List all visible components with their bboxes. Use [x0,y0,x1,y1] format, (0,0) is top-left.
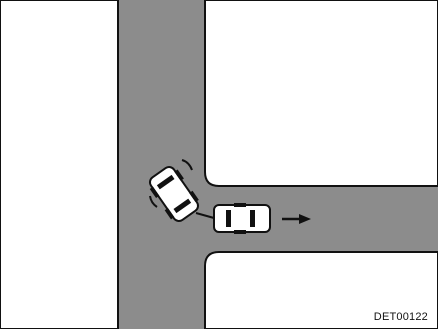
figure-code: DET00122 [373,311,428,323]
road-edge-upper [204,0,438,187]
road-edge-lower [204,251,438,329]
wheel [149,186,160,199]
sway-marks [149,159,193,208]
wheel [234,230,246,234]
road-surface [118,0,438,329]
rear-window [226,210,231,227]
wheel [234,203,246,207]
direction-arrow [282,214,311,224]
wheel [164,208,175,220]
tow-connection [195,212,215,219]
towing-vehicle [213,203,271,234]
towed-vehicle [148,166,200,222]
windshield [250,210,255,227]
windshield [173,198,192,214]
wheel [174,169,184,181]
rear-window [156,174,175,190]
wheel [189,190,199,203]
